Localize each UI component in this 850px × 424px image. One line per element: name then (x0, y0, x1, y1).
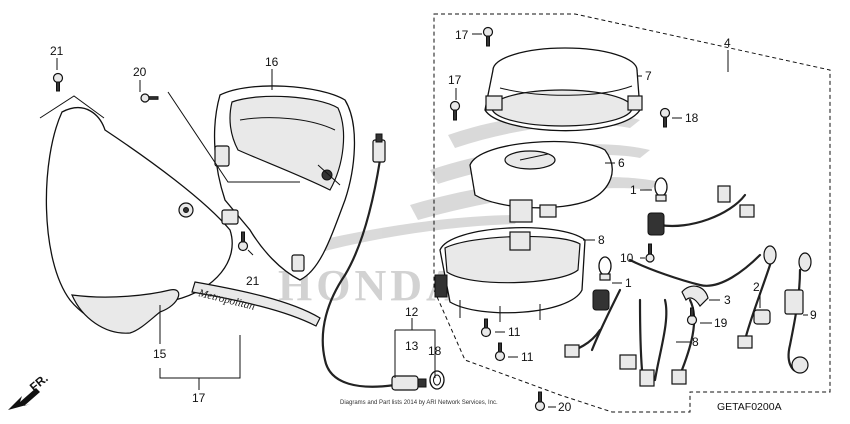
copyright-text: Diagrams and Part lists 2014 by ARI Netw… (340, 400, 498, 406)
ref-label: 2 (753, 280, 760, 294)
direction-label: FR. (27, 371, 51, 394)
ref-label: 13 (405, 339, 419, 353)
ref-label: 12 (405, 305, 419, 319)
front-cover (45, 106, 233, 334)
ref-label: 20 (133, 65, 147, 79)
bulb-socket-lower (592, 289, 610, 311)
ref-label: 9 (810, 308, 817, 322)
meter-panel (469, 140, 613, 223)
ref-label: 6 (618, 156, 625, 170)
ref-label: 21 (246, 274, 260, 288)
clip (681, 285, 709, 307)
ref-label: 8 (598, 233, 605, 247)
ref-label: 7 (645, 69, 652, 83)
ref-label: 18 (428, 344, 442, 358)
reference-labels: 21 20 16 21 15 17 12 13 18 17 17 18 4 7 … (50, 28, 817, 414)
meter-assembly-boundary (433, 13, 831, 413)
ref-label: 1 (625, 276, 632, 290)
cap (753, 309, 771, 325)
ref-label: 17 (448, 73, 462, 87)
ref-label: 16 (265, 55, 279, 69)
ref-label: 4 (724, 36, 731, 50)
meter-lens (484, 47, 643, 132)
speedometer-cable (321, 133, 427, 391)
ref-label: 10 (620, 251, 634, 265)
ref-label: 17 (192, 391, 206, 405)
socket-wire (737, 245, 812, 374)
meter-cover (213, 85, 356, 281)
leader-lines (39, 33, 808, 408)
ref-label: 21 (50, 44, 64, 58)
ref-label: 18 (685, 111, 699, 125)
bulb-lower (598, 256, 612, 281)
ref-label: 1 (630, 183, 637, 197)
bulb-upper (654, 177, 668, 202)
front-direction-arrow: FR. (8, 371, 51, 410)
ref-label: 11 (521, 350, 534, 364)
diagram-code: GETAF0200A (717, 401, 782, 413)
ref-label: 17 (455, 28, 469, 42)
wire-harness (564, 185, 762, 387)
meter-case (434, 227, 586, 322)
bulb-socket-upper (647, 212, 665, 236)
ref-label: 20 (558, 400, 572, 414)
ref-label: 3 (724, 293, 731, 307)
ref-label: 8 (692, 335, 699, 349)
ref-label: 19 (714, 316, 728, 330)
screw-icons (52, 26, 698, 412)
ref-label: 15 (153, 347, 167, 361)
ref-label: 11 (508, 325, 521, 339)
